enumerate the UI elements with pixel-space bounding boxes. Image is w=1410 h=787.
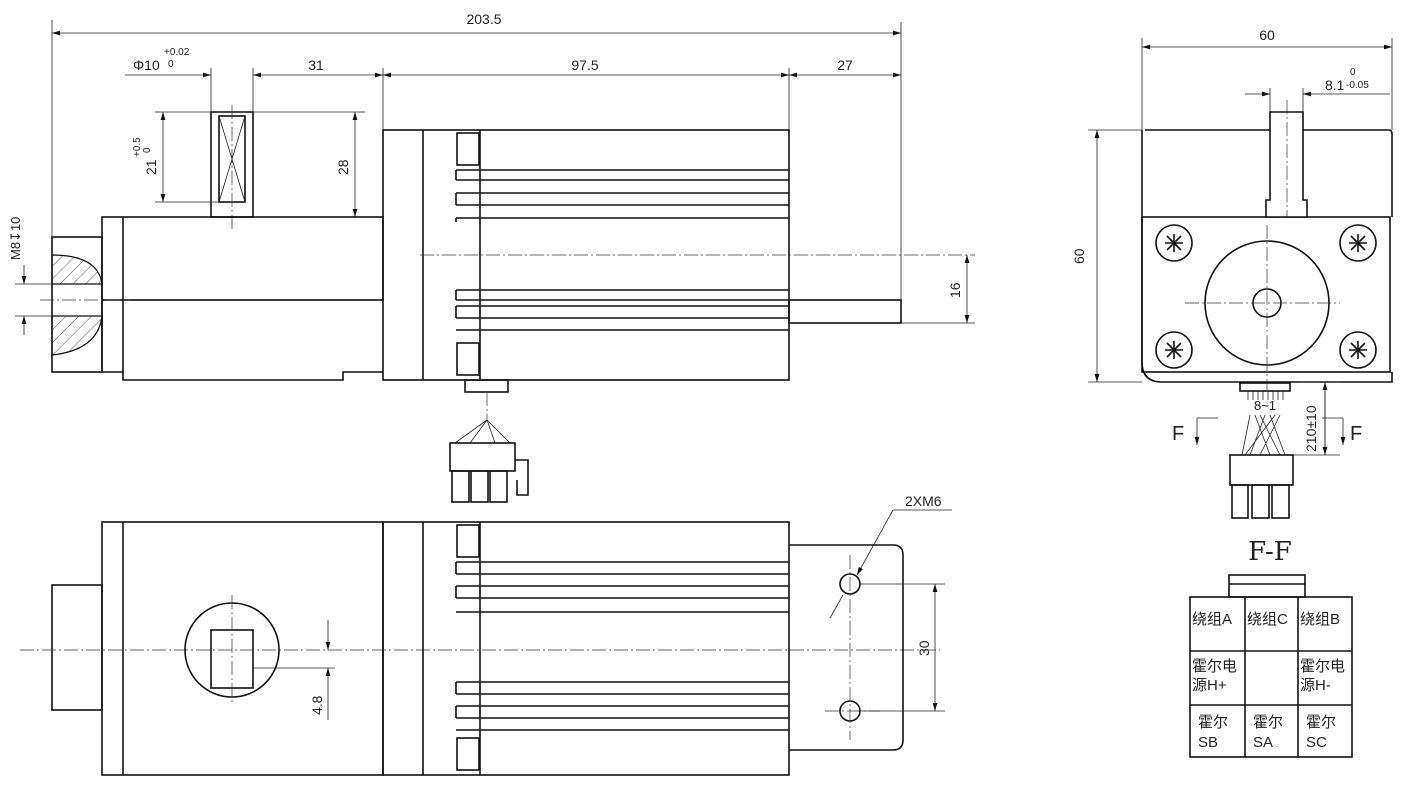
pinout-cell-text: 绕组B	[1300, 611, 1340, 628]
end-shaft	[1265, 111, 1308, 218]
side-view: 203.5 Φ10 +0.02 0 31 97.5 27 21 +0.5 0 2…	[8, 11, 975, 503]
shaft-diameter-tol-lower: 0	[168, 59, 174, 70]
gearbox-head	[101, 216, 384, 301]
side-connector	[449, 442, 516, 472]
end-width-label: 60	[1259, 27, 1275, 43]
pinout-cell-text: 霍尔	[1198, 714, 1228, 731]
pinout-cell-text: SC	[1306, 734, 1327, 751]
flat-tol-upper: 0	[1350, 67, 1356, 78]
key-length-tol-lower: 0	[142, 147, 153, 153]
pinout-cell-text: SA	[1253, 734, 1273, 751]
gearbox-bottom	[101, 521, 384, 776]
end-view: 60 8.1 0 -0.05 60 8~1	[1071, 27, 1393, 519]
lead-length-label: 210±10	[1303, 405, 1319, 452]
flat-tol-lower: -0.05	[1346, 80, 1369, 91]
pin-order-label: 8~1	[1254, 398, 1276, 413]
shaft-offset-label: 4.8	[309, 695, 325, 715]
dim-27-label: 27	[837, 57, 853, 73]
rear-mount-plate	[789, 544, 904, 751]
bottom-view: 4.8 30 2XM6	[20, 493, 952, 776]
pinout-cell-text: 霍尔电	[1300, 658, 1345, 675]
motor-bottom	[382, 521, 790, 776]
pinout-cell-text: 绕组C	[1247, 611, 1288, 628]
dim-31-label: 31	[308, 57, 324, 73]
shaft-diameter-label: Φ10	[133, 57, 160, 73]
end-height-label: 60	[1071, 248, 1087, 264]
shaft-diameter-tol-upper: +0.02	[164, 47, 190, 58]
mount-holes-label: 2XM6	[905, 493, 942, 509]
pinout-cell-text: 源H+	[1192, 677, 1227, 694]
rear-plate	[788, 299, 902, 324]
gearbox-flange-section	[51, 236, 103, 373]
flat-label: 8.1	[1325, 77, 1345, 93]
pinout-cell-text: 霍尔	[1306, 714, 1336, 731]
pinout-cell-text: 霍尔电	[1192, 658, 1237, 675]
dim-97-5-label: 97.5	[571, 57, 598, 73]
section-mark-left: F	[1172, 423, 1184, 445]
section-mark-right: F	[1350, 423, 1362, 445]
key-length-tol-upper: +0.5	[132, 137, 143, 157]
end-connector	[1229, 454, 1294, 486]
pinout-table	[1189, 596, 1353, 758]
phillips-screw-icon	[1339, 331, 1377, 369]
phillips-screw-icon	[1155, 331, 1193, 369]
pinout-cell-text: 源H-	[1300, 677, 1331, 694]
pinout-cell-text: 霍尔	[1253, 714, 1283, 731]
section-title: F-F	[1248, 537, 1292, 567]
screw-icons	[1155, 224, 1377, 369]
pinout-cell-text: 绕组A	[1192, 611, 1232, 628]
hole-spacing-label: 30	[916, 640, 932, 656]
pinout-cell-text: SB	[1198, 734, 1218, 751]
phillips-screw-icon	[1339, 224, 1377, 262]
thread-label: M8↧10	[8, 217, 23, 260]
shaft-height-label: 28	[335, 159, 351, 175]
phillips-screw-icon	[1155, 224, 1193, 262]
key-length-label: 21	[143, 159, 159, 175]
overall-length-label: 203.5	[466, 11, 501, 27]
offset-label: 16	[947, 282, 963, 298]
